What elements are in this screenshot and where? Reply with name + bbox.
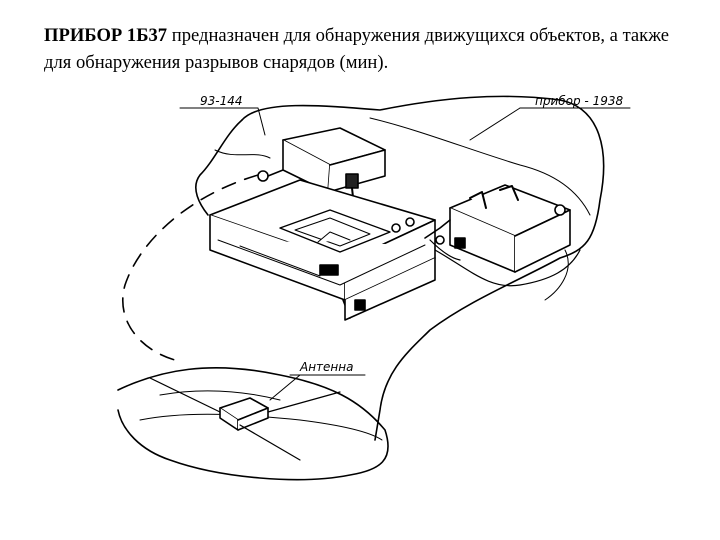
terrain-outline bbox=[195, 95, 605, 441]
right-unit bbox=[424, 184, 571, 273]
caption-text: предназначен для обнаружения движущихся … bbox=[44, 25, 670, 73]
page-caption: ПРИБОР 1Б37 предназначен для обнаружения… bbox=[44, 22, 694, 76]
dashed-arc bbox=[122, 174, 259, 361]
main-box bbox=[209, 179, 436, 321]
device-name: ПРИБОР 1Б37 bbox=[44, 25, 168, 46]
right-unit-label: прибор - 1938 bbox=[535, 94, 623, 108]
antenna-terrain bbox=[117, 367, 389, 481]
small-unit bbox=[257, 127, 386, 193]
antenna-label: Антенна bbox=[299, 360, 353, 374]
antenna-device bbox=[219, 397, 269, 431]
left-unit-label: 93-144 bbox=[200, 94, 243, 108]
